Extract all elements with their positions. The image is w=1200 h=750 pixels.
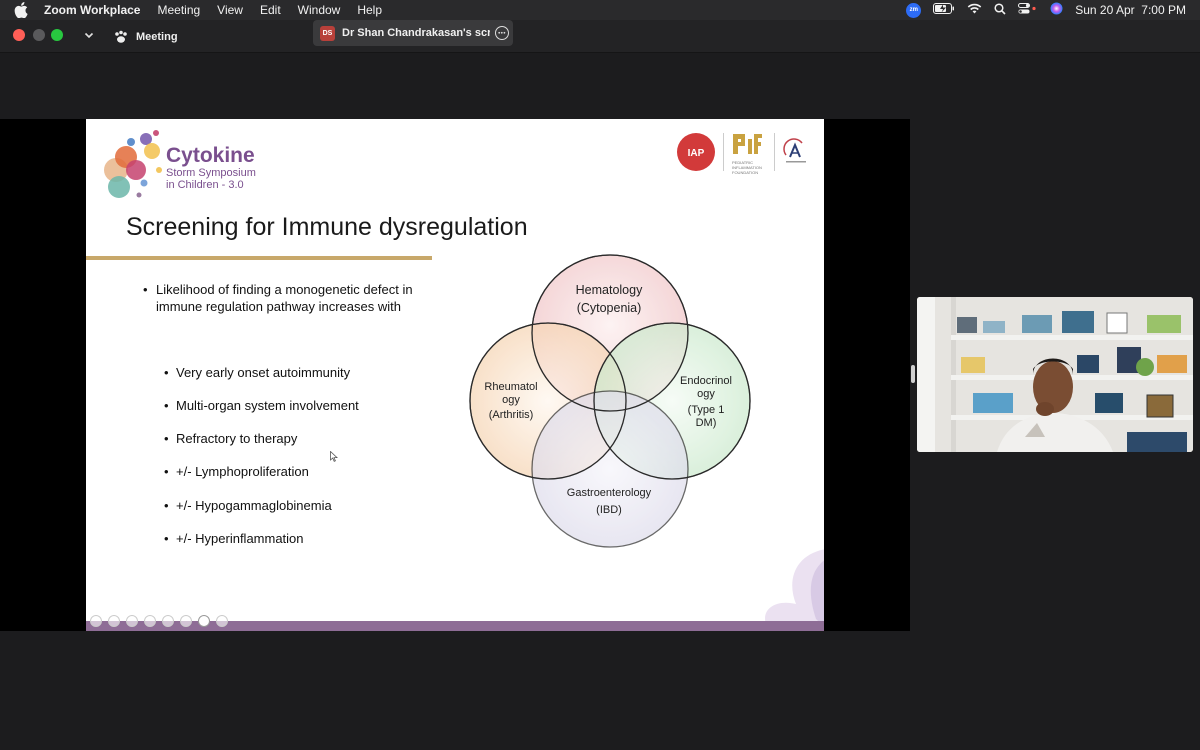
logo-line-2: Storm Symposium [166, 167, 256, 179]
participant-video-tile[interactable] [917, 297, 1193, 452]
presenter-avatar: DS [320, 25, 335, 41]
menu-meeting[interactable]: Meeting [157, 3, 201, 17]
screen-share-tab[interactable]: DS Dr Shan Chandrakasan's screen [313, 20, 513, 46]
logo-line-1: Cytokine [166, 144, 255, 167]
meeting-menu[interactable]: Meeting [113, 27, 178, 47]
academy-logo-icon [782, 137, 810, 170]
venn-label-hematology-line2: (Cytopenia) [576, 301, 642, 315]
participants-icon [113, 29, 129, 45]
presentation-slide: Cytokine Storm Symposium in Children - 3… [86, 119, 824, 631]
slideshow-next-icon[interactable] [108, 615, 120, 627]
zoom-status-icon[interactable]: zm [906, 2, 922, 18]
sub-bullet-5: +/- Hypogammaglobinemia [164, 498, 332, 513]
main-bullet-text: Likelihood of finding a monogenetic defe… [143, 281, 433, 315]
logo-line-3: in Children - 3.0 [166, 179, 244, 191]
shared-screen-area: Cytokine Storm Symposium in Children - 3… [0, 119, 910, 631]
sub-bullet-2: Multi-organ system involvement [164, 398, 359, 413]
slideshow-zoom-icon[interactable] [162, 615, 174, 627]
logo-divider [774, 133, 775, 171]
logo-divider [723, 133, 724, 171]
venn-label-endocrinology-line4: DM) [695, 417, 717, 429]
mouse-cursor-icon [330, 449, 339, 467]
window-minimize-button[interactable] [33, 29, 45, 41]
slideshow-camera-icon[interactable] [198, 615, 210, 627]
sub-bullet-4: +/- Lymphoproliferation [164, 464, 309, 479]
slideshow-prev-icon[interactable] [90, 615, 102, 627]
slideshow-more-icon[interactable] [216, 615, 228, 627]
venn-label-endocrinology: Endocrinol ogy (Type 1 DM) [671, 375, 741, 430]
slideshow-grid-icon[interactable] [144, 615, 156, 627]
main-bullet: Likelihood of finding a monogenetic defe… [143, 281, 433, 315]
menu-window[interactable]: Window [297, 3, 341, 17]
macos-menu-bar: Zoom Workplace Meeting View Edit Window … [0, 0, 1200, 20]
iap-logo-text: IAP [688, 148, 705, 159]
wifi-icon[interactable] [967, 3, 982, 17]
window-close-button[interactable] [13, 29, 25, 41]
search-icon[interactable] [994, 2, 1006, 18]
zoom-window-titlebar: Meeting DS Dr Shan Chandrakasan's screen [0, 20, 1200, 53]
iap-logo: IAP [676, 132, 716, 177]
venn-label-gastroenterology: Gastroenterology (IBD) [554, 487, 664, 517]
participant-video-image [917, 297, 1193, 452]
venn-diagram [469, 254, 751, 548]
venn-circle-gastroenterology [531, 390, 689, 548]
venn-label-endocrinology-line3: (Type 1 [687, 404, 725, 416]
slideshow-controls [90, 615, 234, 627]
apple-icon[interactable] [14, 2, 30, 19]
venn-label-rheumatology-line2: ogy [502, 394, 520, 406]
slide-title: Screening for Immune dysregulation [126, 213, 528, 241]
control-center-icon[interactable] [1018, 3, 1038, 17]
venn-label-endocrinology-line1: Endocrinol [680, 375, 732, 387]
menu-bar-datetime[interactable]: Sun 20 Apr 7:00 PM [1075, 3, 1186, 17]
slideshow-subtitle-icon[interactable] [180, 615, 192, 627]
menu-app-name[interactable]: Zoom Workplace [44, 3, 141, 17]
menu-edit[interactable]: Edit [259, 3, 281, 17]
symposium-logo-text: Cytokine Storm Symposium in Children - 3… [166, 144, 256, 192]
screen-share-title: Dr Shan Chandrakasan's screen [342, 27, 490, 39]
slideshow-pen-icon[interactable] [126, 615, 138, 627]
meeting-label: Meeting [136, 31, 178, 43]
venn-label-rheumatology-line1: Rheumatol [484, 381, 538, 393]
menu-bar-status-area: zm Sun 20 Apr 7:00 PM [894, 0, 1186, 20]
pif-logo: PEDIATRIC INFLAMMATION FOUNDATION [732, 133, 778, 175]
symposium-logo-icon [104, 130, 162, 198]
sub-bullet-3: Refractory to therapy [164, 431, 297, 446]
sub-bullet-6: +/- Hyperinflammation [164, 531, 304, 546]
chevron-down-icon[interactable] [82, 28, 96, 42]
decorative-corner-shape [765, 549, 824, 629]
title-underline [86, 256, 432, 260]
venn-label-gastroenterology-line2: (IBD) [596, 504, 622, 516]
venn-label-rheumatology-line3: (Arthritis) [488, 409, 534, 421]
venn-label-hematology: Hematology (Cytopenia) [556, 281, 662, 317]
siri-icon[interactable] [1050, 2, 1063, 18]
venn-label-endocrinology-line2: ogy [697, 388, 715, 400]
venn-label-rheumatology: Rheumatol ogy (Arthritis) [476, 381, 546, 422]
venn-label-hematology-line1: Hematology [575, 283, 643, 297]
slide-footer-bar [86, 621, 824, 631]
window-fullscreen-button[interactable] [51, 29, 63, 41]
menu-help[interactable]: Help [357, 3, 383, 17]
menu-view[interactable]: View [217, 3, 243, 17]
venn-label-gastroenterology-line1: Gastroenterology [566, 487, 652, 499]
panel-resize-handle[interactable] [911, 365, 915, 383]
more-options-icon[interactable] [495, 26, 509, 40]
battery-icon[interactable] [933, 3, 955, 17]
sub-bullet-1: Very early onset autoimmunity [164, 365, 350, 380]
pif-logo-subtitle: PEDIATRIC INFLAMMATION FOUNDATION [732, 160, 762, 175]
